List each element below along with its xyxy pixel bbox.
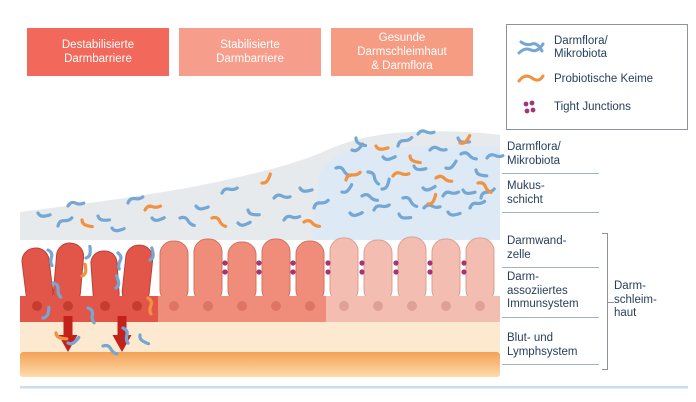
side-label-immune-system: Darm- assoziiertes Immunsystem [502, 271, 599, 318]
microbiota-squiggles-icon [517, 40, 545, 55]
legend-label-line: Darmflora/ [554, 35, 608, 48]
side-label-line: Mukus- [507, 180, 545, 192]
bracket-label-line: Darm- [614, 280, 646, 292]
side-label-line: Immunsystem [507, 298, 579, 311]
side-label-gut-wall-cell: Darmwand- zelle [502, 235, 599, 269]
header-healthy-mucosa: Gesunde Darmschleimhaut & Darmflora [331, 28, 473, 76]
header-line: Destabilisierte [61, 38, 135, 51]
side-label-line: zelle [507, 248, 531, 261]
immune-system-band [20, 322, 500, 352]
legend: Darmflora/ Mikrobiota Probiotische Keime… [506, 24, 688, 130]
side-label-line: Darmwand- [507, 235, 567, 247]
tight-junctions-dots-icon [523, 100, 536, 114]
header-line: Stabilisierte [220, 38, 280, 51]
probiotic-squiggle-icon [517, 74, 545, 83]
side-label-line: assoziiertes [507, 284, 568, 297]
side-label-line: Blut- und [507, 332, 554, 344]
bracket-label-line: haut [614, 307, 637, 320]
legend-item-probiotics: Probiotische Keime [517, 68, 677, 90]
header-line: Gesunde [378, 31, 426, 44]
side-label-mucus-layer: Mukus- schicht [502, 180, 599, 214]
header-stabilized-barrier: Stabilisierte Darmbarriere [179, 28, 321, 76]
bracket-label-line: schleim- [614, 293, 657, 306]
side-label-line: Darm- [507, 271, 539, 283]
cell-nuclei [32, 301, 485, 311]
side-label-line: Lymphsystem [507, 345, 578, 358]
header-line: & Darmflora [371, 60, 433, 72]
legend-item-tight-junctions: Tight Junctions [517, 97, 677, 119]
legend-item-microbiota: Darmflora/ Mikrobiota [517, 35, 677, 61]
header-destabilized-barrier: Destabilisierte Darmbarriere [27, 28, 169, 76]
villi-healthy [329, 236, 495, 304]
tight-junctions [222, 260, 467, 275]
legend-label-line: Mikrobiota [554, 48, 608, 61]
side-label-line: Darmflora/ [507, 141, 561, 153]
legend-item-label: Probiotische Keime [554, 73, 653, 86]
legend-label-line: Tight Junctions [554, 101, 631, 114]
blood-lymph-band [20, 352, 500, 377]
header-line: Darmschleimhaut [357, 45, 447, 58]
mucosa-bracket [602, 233, 614, 370]
header-line: Darmbarriere [216, 53, 284, 65]
side-label-line: schicht [507, 193, 543, 206]
legend-item-label: Tight Junctions [554, 101, 631, 114]
baseline-divider [20, 386, 688, 389]
side-label-microbiota: Darmflora/ Mikrobiota [502, 141, 599, 175]
header-line: Darmbarriere [64, 53, 132, 65]
villi-stabilized [159, 238, 325, 304]
legend-item-label: Darmflora/ Mikrobiota [554, 35, 608, 61]
side-label-line: Mikrobiota [507, 154, 561, 167]
legend-label-line: Probiotische Keime [554, 72, 654, 85]
bracket-label-mucosa: Darm- schleim- haut [614, 280, 657, 321]
side-label-blood-lymph: Blut- und Lymphsystem [502, 332, 599, 366]
